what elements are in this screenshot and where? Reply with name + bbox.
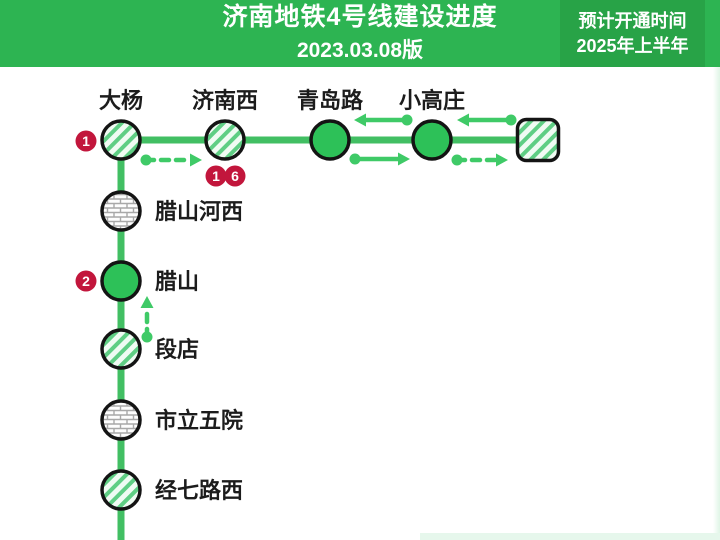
header-bar: 济南地铁4号线建设进度 2023.03.08版 预计开通时间 2025年上半年 <box>0 0 720 67</box>
flow-arrow-head <box>354 113 366 127</box>
station-label: 段店 <box>155 337 199 362</box>
flow-arrow-dot <box>451 154 463 166</box>
flow-arrow-dot <box>401 114 413 126</box>
station-label: 济南西 <box>192 88 258 113</box>
version-label: 2023.03.08版 <box>296 38 424 62</box>
station-marker <box>309 119 351 161</box>
station-marker <box>204 119 246 161</box>
station-marker <box>100 399 142 441</box>
line-number-badge-label: 6 <box>231 168 239 184</box>
station-marker <box>411 119 453 161</box>
station-marker <box>100 190 142 232</box>
right-edge-tint <box>713 67 720 540</box>
flow-arrow-head <box>140 296 154 308</box>
flow-arrow-head <box>190 153 202 167</box>
flow-arrow-dot <box>140 154 152 166</box>
flow-arrow-head <box>496 153 508 167</box>
line-number-badge-label: 1 <box>212 168 220 184</box>
station-label: 小高庄 <box>399 88 465 113</box>
station-marker <box>100 260 142 302</box>
flow-arrow-head <box>398 152 410 166</box>
terminal-depot-marker <box>515 117 561 163</box>
station-marker <box>100 328 142 370</box>
station-label: 腊山河西 <box>155 199 243 224</box>
line-number-badge <box>75 270 97 292</box>
line-number-badge-label: 1 <box>82 133 90 149</box>
line-number-badge <box>224 165 246 187</box>
bottom-edge-tint <box>420 533 720 540</box>
station-label: 经七路西 <box>155 478 243 503</box>
page-title: 济南地铁4号线建设进度 <box>222 3 498 32</box>
opening-time-label: 预计开通时间 <box>578 11 687 32</box>
station-label: 大杨 <box>99 88 143 113</box>
station-marker <box>100 469 142 511</box>
line-number-badge-label: 2 <box>82 273 90 289</box>
station-label: 腊山 <box>155 269 199 294</box>
header-titles: 济南地铁4号线建设进度 2023.03.08版 <box>0 0 720 67</box>
flow-arrow-head <box>457 113 469 127</box>
station-label: 市立五院 <box>155 408 243 433</box>
opening-time-value: 2025年上半年 <box>576 35 689 56</box>
flow-arrow-dot <box>349 153 361 165</box>
opening-time-box: 预计开通时间 2025年上半年 <box>560 0 705 67</box>
station-marker <box>100 119 142 161</box>
flow-arrow-dot <box>141 331 153 343</box>
line-number-badge <box>75 130 97 152</box>
flow-arrow-dot <box>505 114 517 126</box>
station-label: 青岛路 <box>297 88 364 113</box>
line-number-badge <box>205 165 227 187</box>
